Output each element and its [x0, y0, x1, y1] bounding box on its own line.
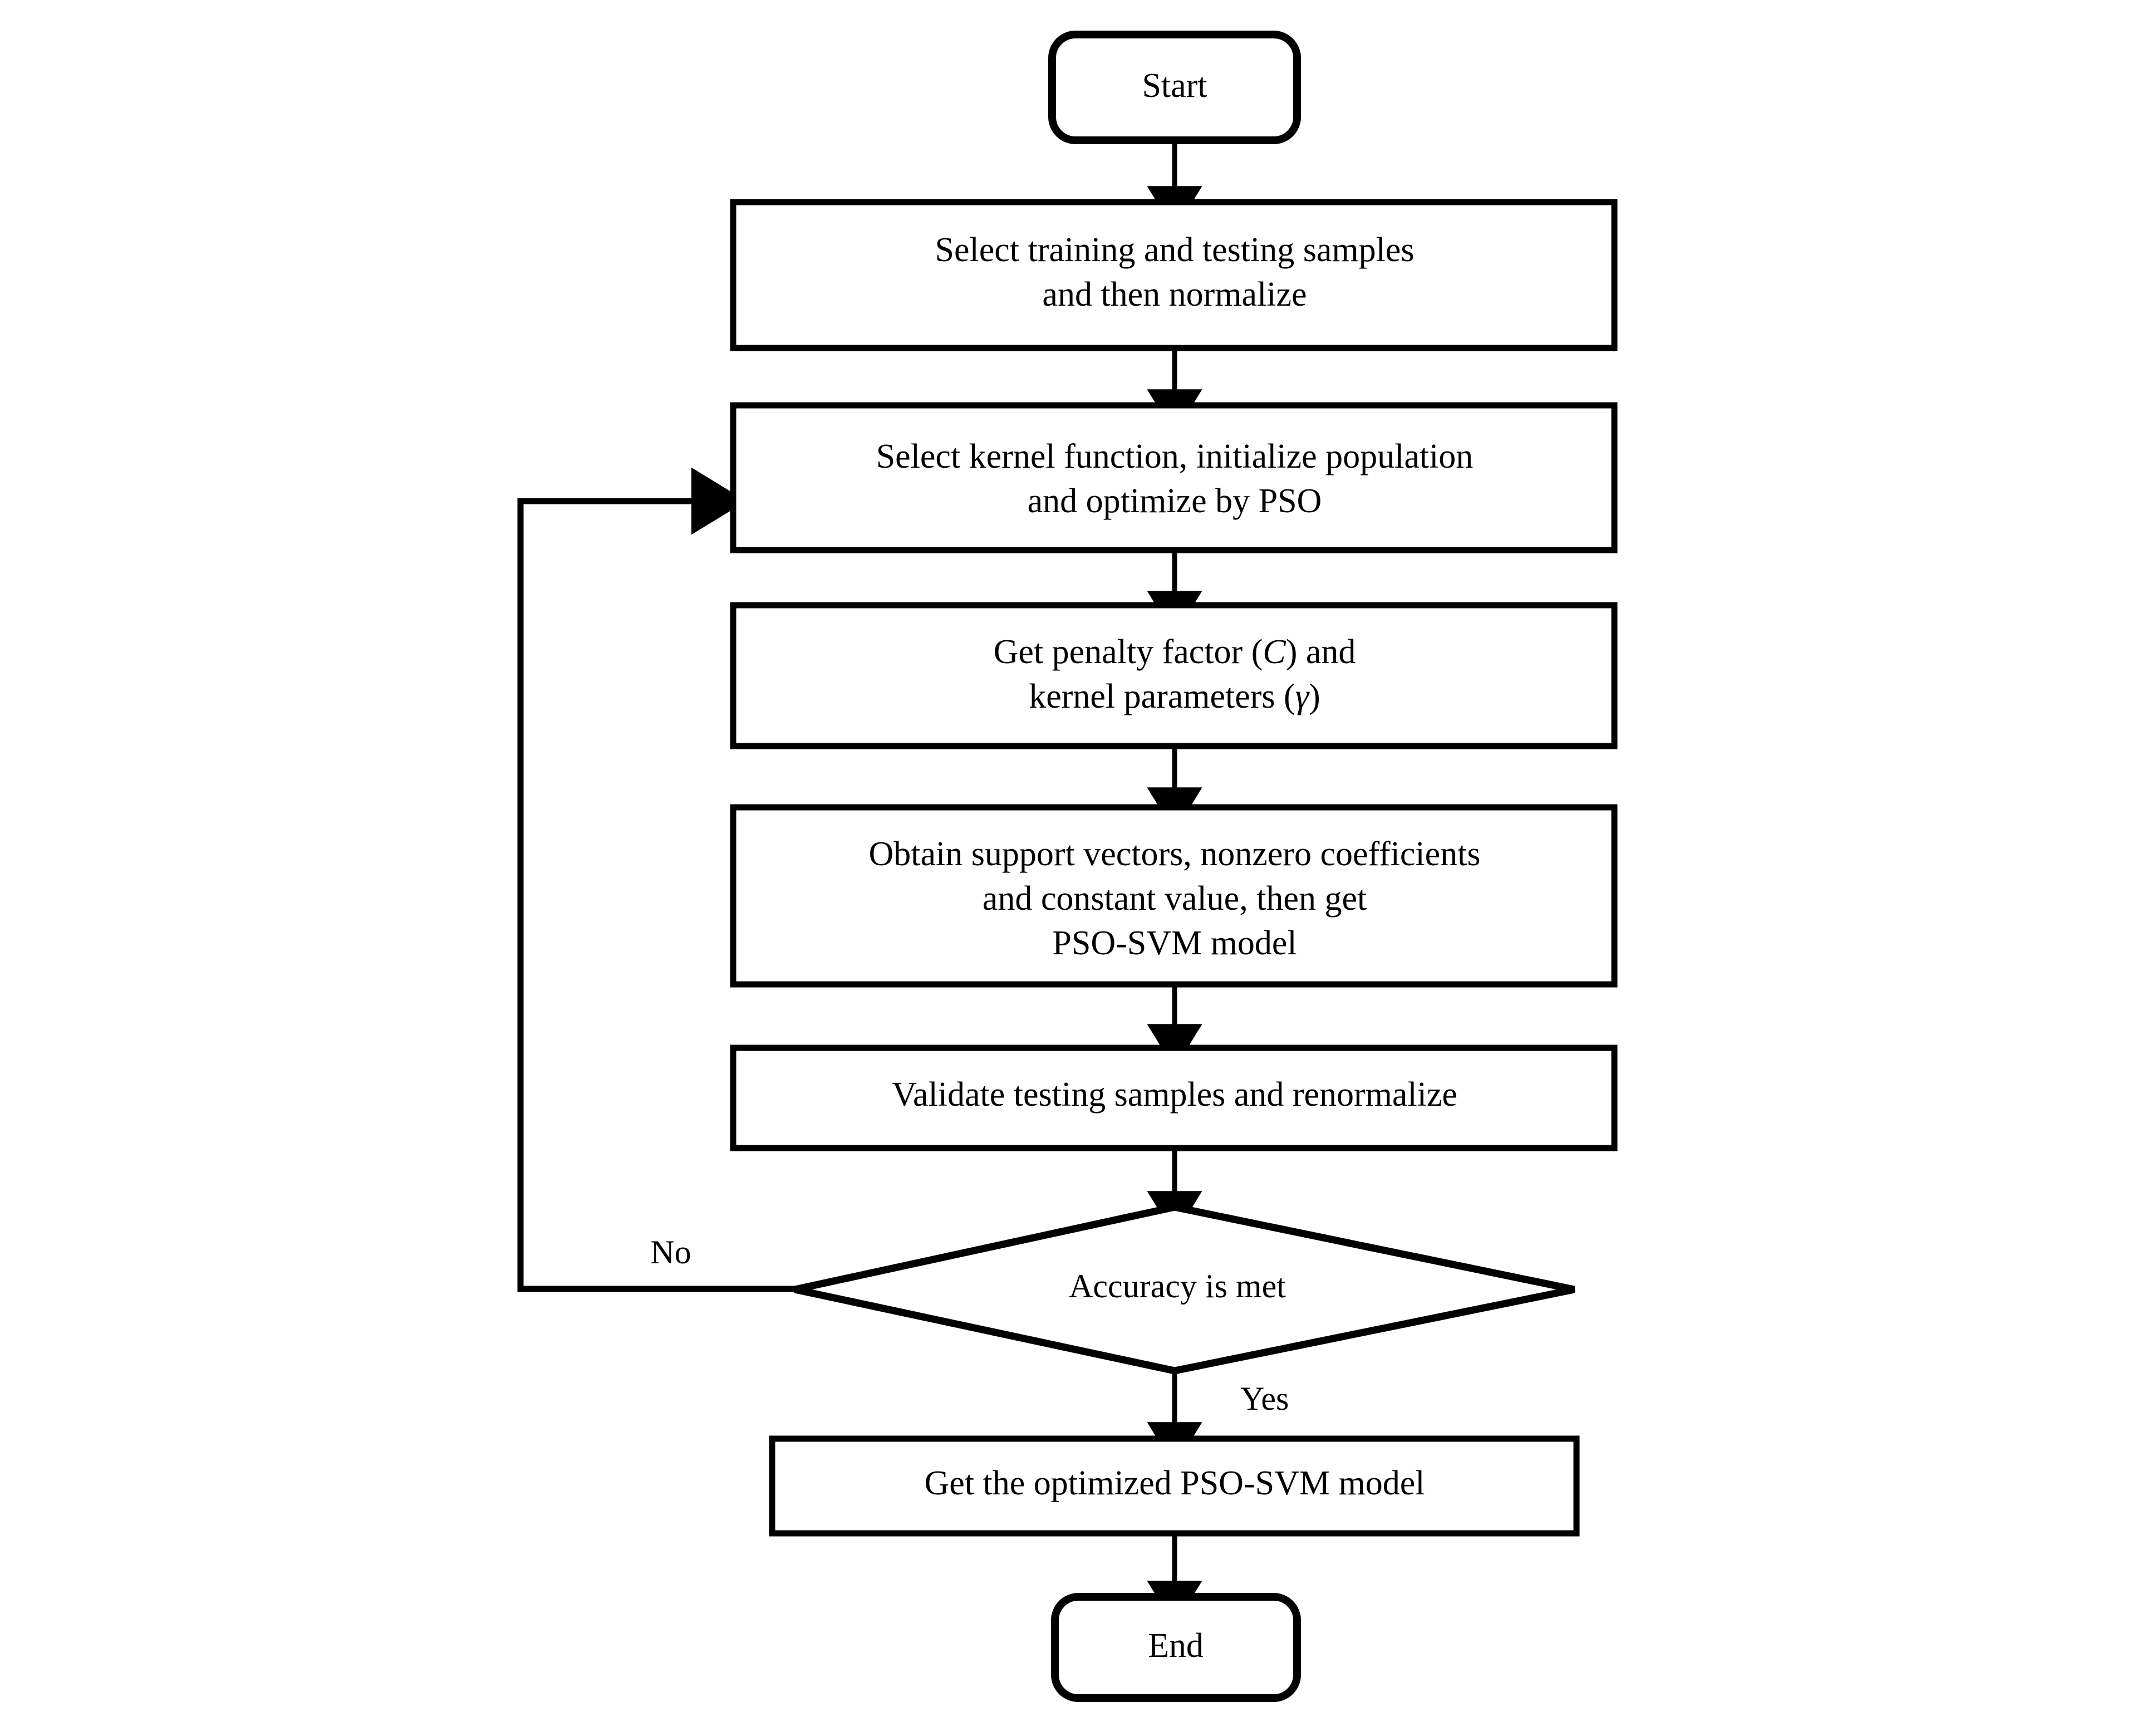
get-penalty-shape	[730, 602, 1618, 749]
get-penalty-symbol-c: C	[1263, 633, 1286, 671]
get-penalty-line-1: Get penalty factor (C) and	[994, 633, 1356, 671]
get-penalty-line-1-post: ) and	[1286, 633, 1356, 671]
node-get-penalty[interactable]: Get penalty factor (C) and kernel parame…	[730, 602, 1618, 749]
accuracy-decision-shape	[794, 1203, 1575, 1375]
select-kernel-line-2: and optimize by PSO	[1028, 482, 1322, 520]
node-start[interactable]: Start	[1048, 31, 1301, 144]
node-obtain-vectors[interactable]: Obtain support vectors, nonzero coeffici…	[730, 804, 1618, 988]
get-penalty-line-1-pre: Get penalty factor (	[994, 633, 1263, 671]
get-penalty-line-2-post: )	[1309, 678, 1320, 715]
end-shape	[1051, 1593, 1301, 1702]
get-penalty-symbol-gamma: γ	[1295, 678, 1310, 715]
get-penalty-line-2-pre: kernel parameters (	[1029, 678, 1295, 715]
connector-decision-no-feedback-loop	[517, 467, 795, 1292]
obtain-vectors-line-1: Obtain support vectors, nonzero coeffici…	[868, 835, 1480, 873]
node-end[interactable]: End	[1051, 1593, 1301, 1702]
get-optimized-label: Get the optimized PSO-SVM model	[925, 1464, 1425, 1502]
node-accuracy-decision[interactable]: Accuracy is met	[794, 1203, 1575, 1375]
obtain-vectors-line-2: and constant value, then get	[983, 880, 1367, 918]
select-samples-shape	[730, 199, 1618, 351]
obtain-vectors-line-3: PSO-SVM model	[1052, 924, 1297, 962]
obtain-vectors-shape	[730, 804, 1618, 988]
node-validate[interactable]: Validate testing samples and renormalize	[730, 1044, 1618, 1151]
select-kernel-line-1: Select kernel function, initialize popul…	[876, 438, 1474, 475]
start-shape	[1048, 31, 1301, 144]
start-label: Start	[1142, 67, 1207, 105]
get-penalty-line-2: kernel parameters (γ)	[1029, 678, 1320, 715]
node-select-kernel[interactable]: Select kernel function, initialize popul…	[730, 402, 1618, 553]
validate-shape	[730, 1044, 1618, 1151]
end-label: End	[1148, 1627, 1204, 1665]
node-select-samples[interactable]: Select training and testing samples and …	[730, 199, 1618, 351]
select-samples-line-2: and then normalize	[1042, 276, 1307, 313]
node-get-optimized[interactable]: Get the optimized PSO-SVM model	[769, 1435, 1580, 1537]
validate-label: Validate testing samples and renormalize	[892, 1076, 1457, 1114]
edge-label-yes: Yes	[1240, 1380, 1289, 1417]
edge-label-no: No	[650, 1234, 691, 1271]
select-samples-line-1: Select training and testing samples	[935, 231, 1415, 269]
select-kernel-shape	[730, 402, 1618, 553]
accuracy-decision-label: Accuracy is met	[1069, 1268, 1286, 1305]
get-optimized-shape	[769, 1435, 1580, 1537]
